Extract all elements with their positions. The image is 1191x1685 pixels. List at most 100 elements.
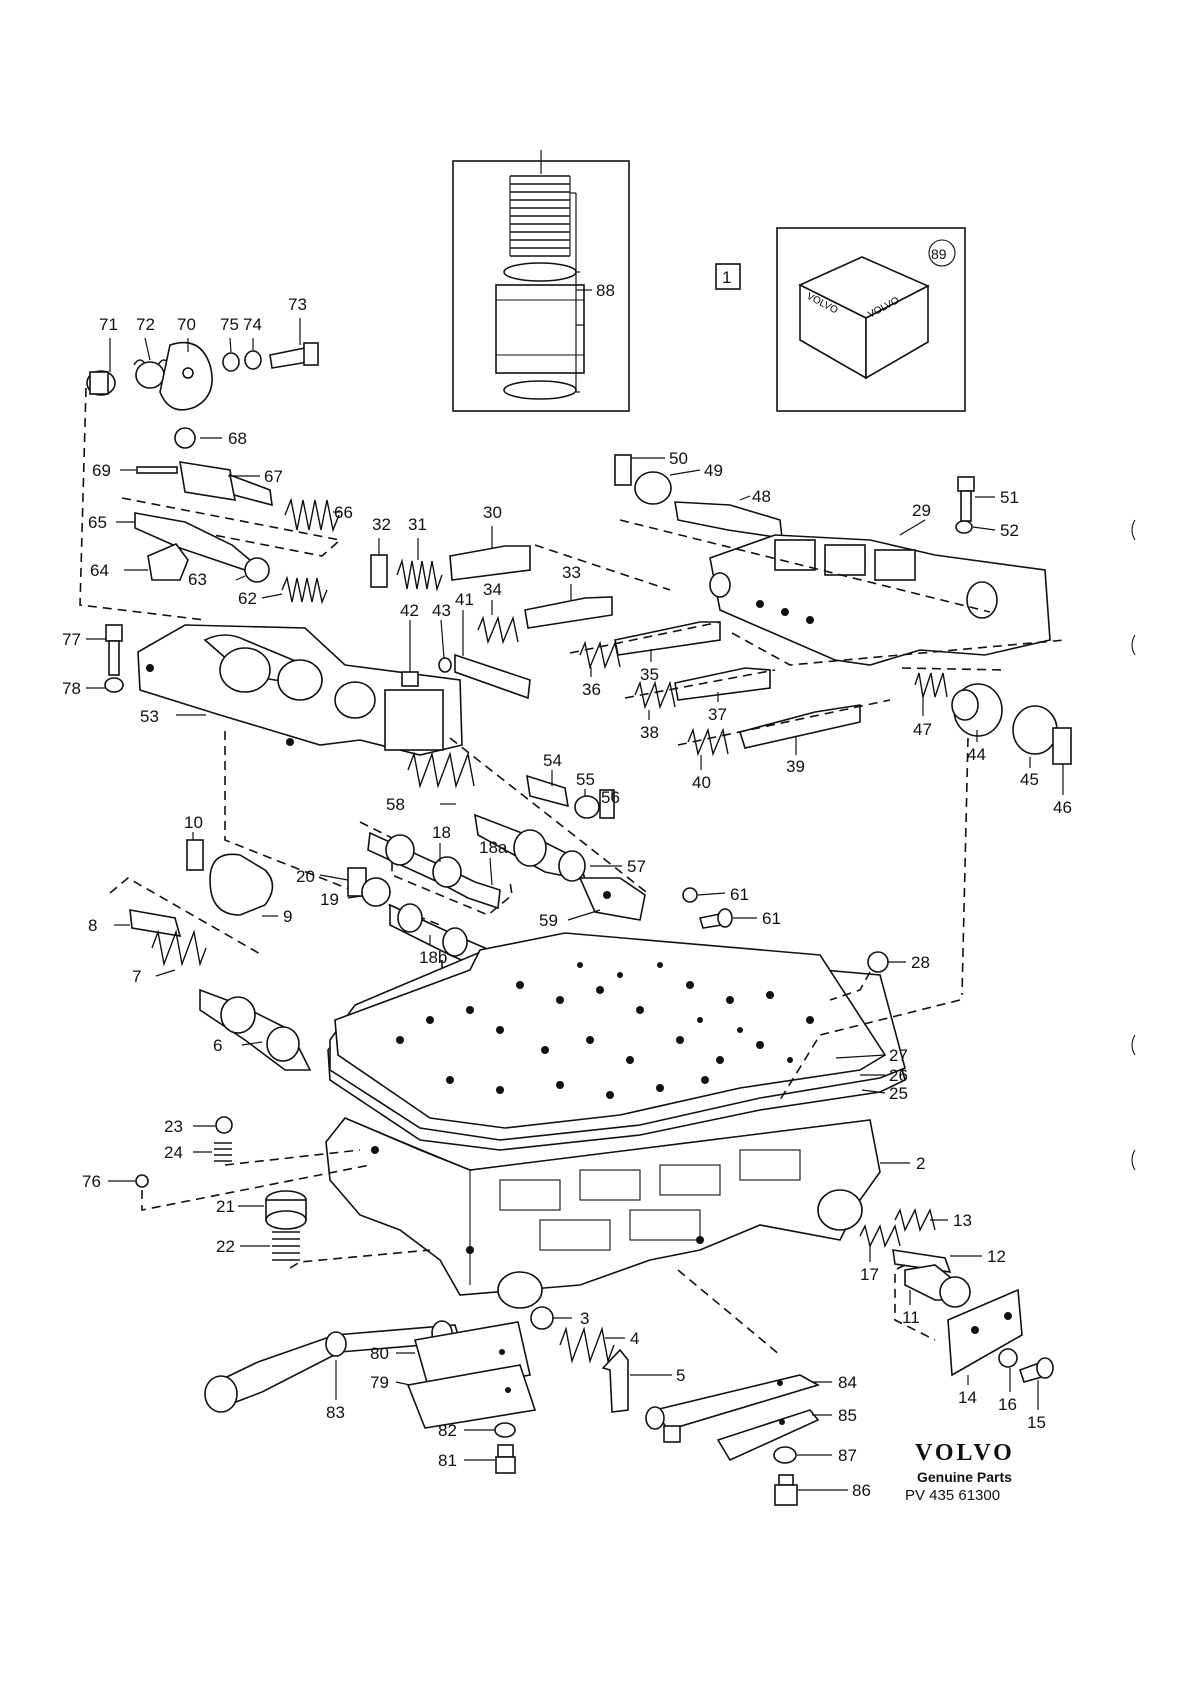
label-2: 2: [916, 1154, 925, 1173]
parts-group-21-24: 23 24 76 21 22: [82, 1116, 431, 1269]
label-39: 39: [786, 757, 805, 776]
label-17: 17: [860, 1265, 879, 1284]
label-41: 41: [455, 590, 474, 609]
inset-box-88: 88: [452, 150, 630, 412]
label-56: 56: [601, 788, 620, 807]
valve-48-icon: [674, 501, 783, 539]
parts-group-11-17: 13 17 12 11 14 16 15: [859, 1207, 1054, 1432]
label-53: 53: [140, 707, 159, 726]
bolt-73-icon: [269, 347, 309, 369]
label-87: 87: [838, 1446, 857, 1465]
label-29: 29: [912, 501, 931, 520]
label-72: 72: [136, 315, 155, 334]
label-36: 36: [582, 680, 601, 699]
label-63: 63: [188, 570, 207, 589]
pin-69-icon: [136, 466, 178, 474]
brand-subtitle: Genuine Parts: [917, 1469, 1012, 1485]
parts-group-3-5: 3 4 5: [530, 1306, 685, 1413]
label-8: 8: [88, 916, 97, 935]
label-18a: 18a: [479, 838, 508, 857]
label-15: 15: [1027, 1413, 1046, 1432]
label-70: 70: [177, 315, 196, 334]
washer-82-icon: [494, 1422, 516, 1438]
ball-3-icon: [530, 1306, 554, 1330]
valve-33-icon: [524, 596, 613, 629]
label-11: 11: [902, 1308, 920, 1327]
label-12: 12: [987, 1247, 1006, 1266]
label-5: 5: [676, 1366, 685, 1385]
label-64: 64: [90, 561, 109, 580]
label-76: 76: [82, 1172, 101, 1191]
label-79: 79: [370, 1373, 389, 1392]
washer-74-icon: [244, 350, 262, 370]
ball-28-icon: [867, 951, 889, 973]
volvo-brand-block: VOLVO Genuine Parts PV 435 61300: [905, 1440, 1075, 1504]
spring-31-icon: [396, 558, 443, 592]
washer-52-icon: [955, 520, 973, 534]
ball-23-icon: [215, 1116, 233, 1134]
label-62: 62: [238, 589, 257, 608]
label-35: 35: [640, 665, 659, 684]
bolt-42-icon: [401, 671, 419, 687]
label-51: 51: [1000, 488, 1019, 507]
label-61a: 61: [730, 885, 749, 904]
label-69: 69: [92, 461, 111, 480]
label-34: 34: [483, 580, 502, 599]
plate-59-icon: [578, 877, 646, 921]
valve-body-53: 53: [137, 624, 463, 926]
spring-13-icon: [894, 1207, 936, 1233]
plate-holes: [396, 962, 814, 1099]
label-73: 73: [288, 295, 307, 314]
label-47: 47: [913, 720, 932, 739]
label-25: 25: [889, 1084, 908, 1103]
parts-group-29-52: 50 49 48 29 51 52: [614, 449, 1066, 666]
label-81: 81: [438, 1451, 457, 1470]
bolt-86-icon: [778, 1474, 794, 1486]
label-3: 3: [580, 1309, 589, 1328]
label-31: 31: [408, 515, 427, 534]
label-57: 57: [627, 857, 646, 876]
parts-group-70-75: 71 72 70 75 74 73: [79, 295, 319, 621]
label-88: 88: [596, 281, 615, 300]
washer-43-icon: [438, 657, 452, 673]
label-49: 49: [704, 461, 723, 480]
separator-plates-25-27: 27 26 25 28: [327, 932, 930, 1151]
seal-ring-icon: [503, 262, 577, 282]
label-89: 89: [931, 246, 947, 262]
label-46: 46: [1053, 798, 1072, 817]
label-21: 21: [216, 1197, 235, 1216]
spring-plate-85-icon: [716, 1409, 820, 1462]
label-1: 1: [722, 268, 731, 287]
label-23: 23: [164, 1117, 183, 1136]
label-42: 42: [400, 601, 419, 620]
label-82: 82: [438, 1421, 457, 1440]
spring-34-icon: [477, 615, 519, 645]
plug-5-icon: [601, 1348, 629, 1413]
label-32: 32: [372, 515, 391, 534]
plug-54-icon: [526, 774, 569, 808]
label-50: 50: [669, 449, 688, 468]
label-16: 16: [998, 1395, 1017, 1414]
brand-part-code: PV 435 61300: [905, 1487, 1001, 1504]
spring-24-icon: [214, 1142, 232, 1162]
label-61b: 61: [762, 909, 781, 928]
spring-72-icon: [135, 361, 165, 389]
label-30: 30: [483, 503, 502, 522]
parts-group-6-10: 10 9 8 7 6: [88, 813, 312, 1071]
label-6: 6: [213, 1036, 222, 1055]
plate-14-icon: [947, 1288, 1023, 1377]
label-19: 19: [320, 890, 339, 909]
label-4: 4: [630, 1329, 639, 1348]
valve-67-icon: [179, 461, 236, 501]
spring-58-icon: [407, 751, 475, 789]
sleeve-icon: [495, 284, 585, 374]
plate-79-icon: [406, 1364, 537, 1429]
plug-19-icon: [361, 877, 391, 907]
plug-45-icon: [1012, 705, 1058, 755]
label-84: 84: [838, 1373, 857, 1392]
spring-62-icon: [281, 575, 328, 605]
plug-63-icon: [244, 557, 270, 583]
bolt-51-icon: [957, 476, 975, 492]
